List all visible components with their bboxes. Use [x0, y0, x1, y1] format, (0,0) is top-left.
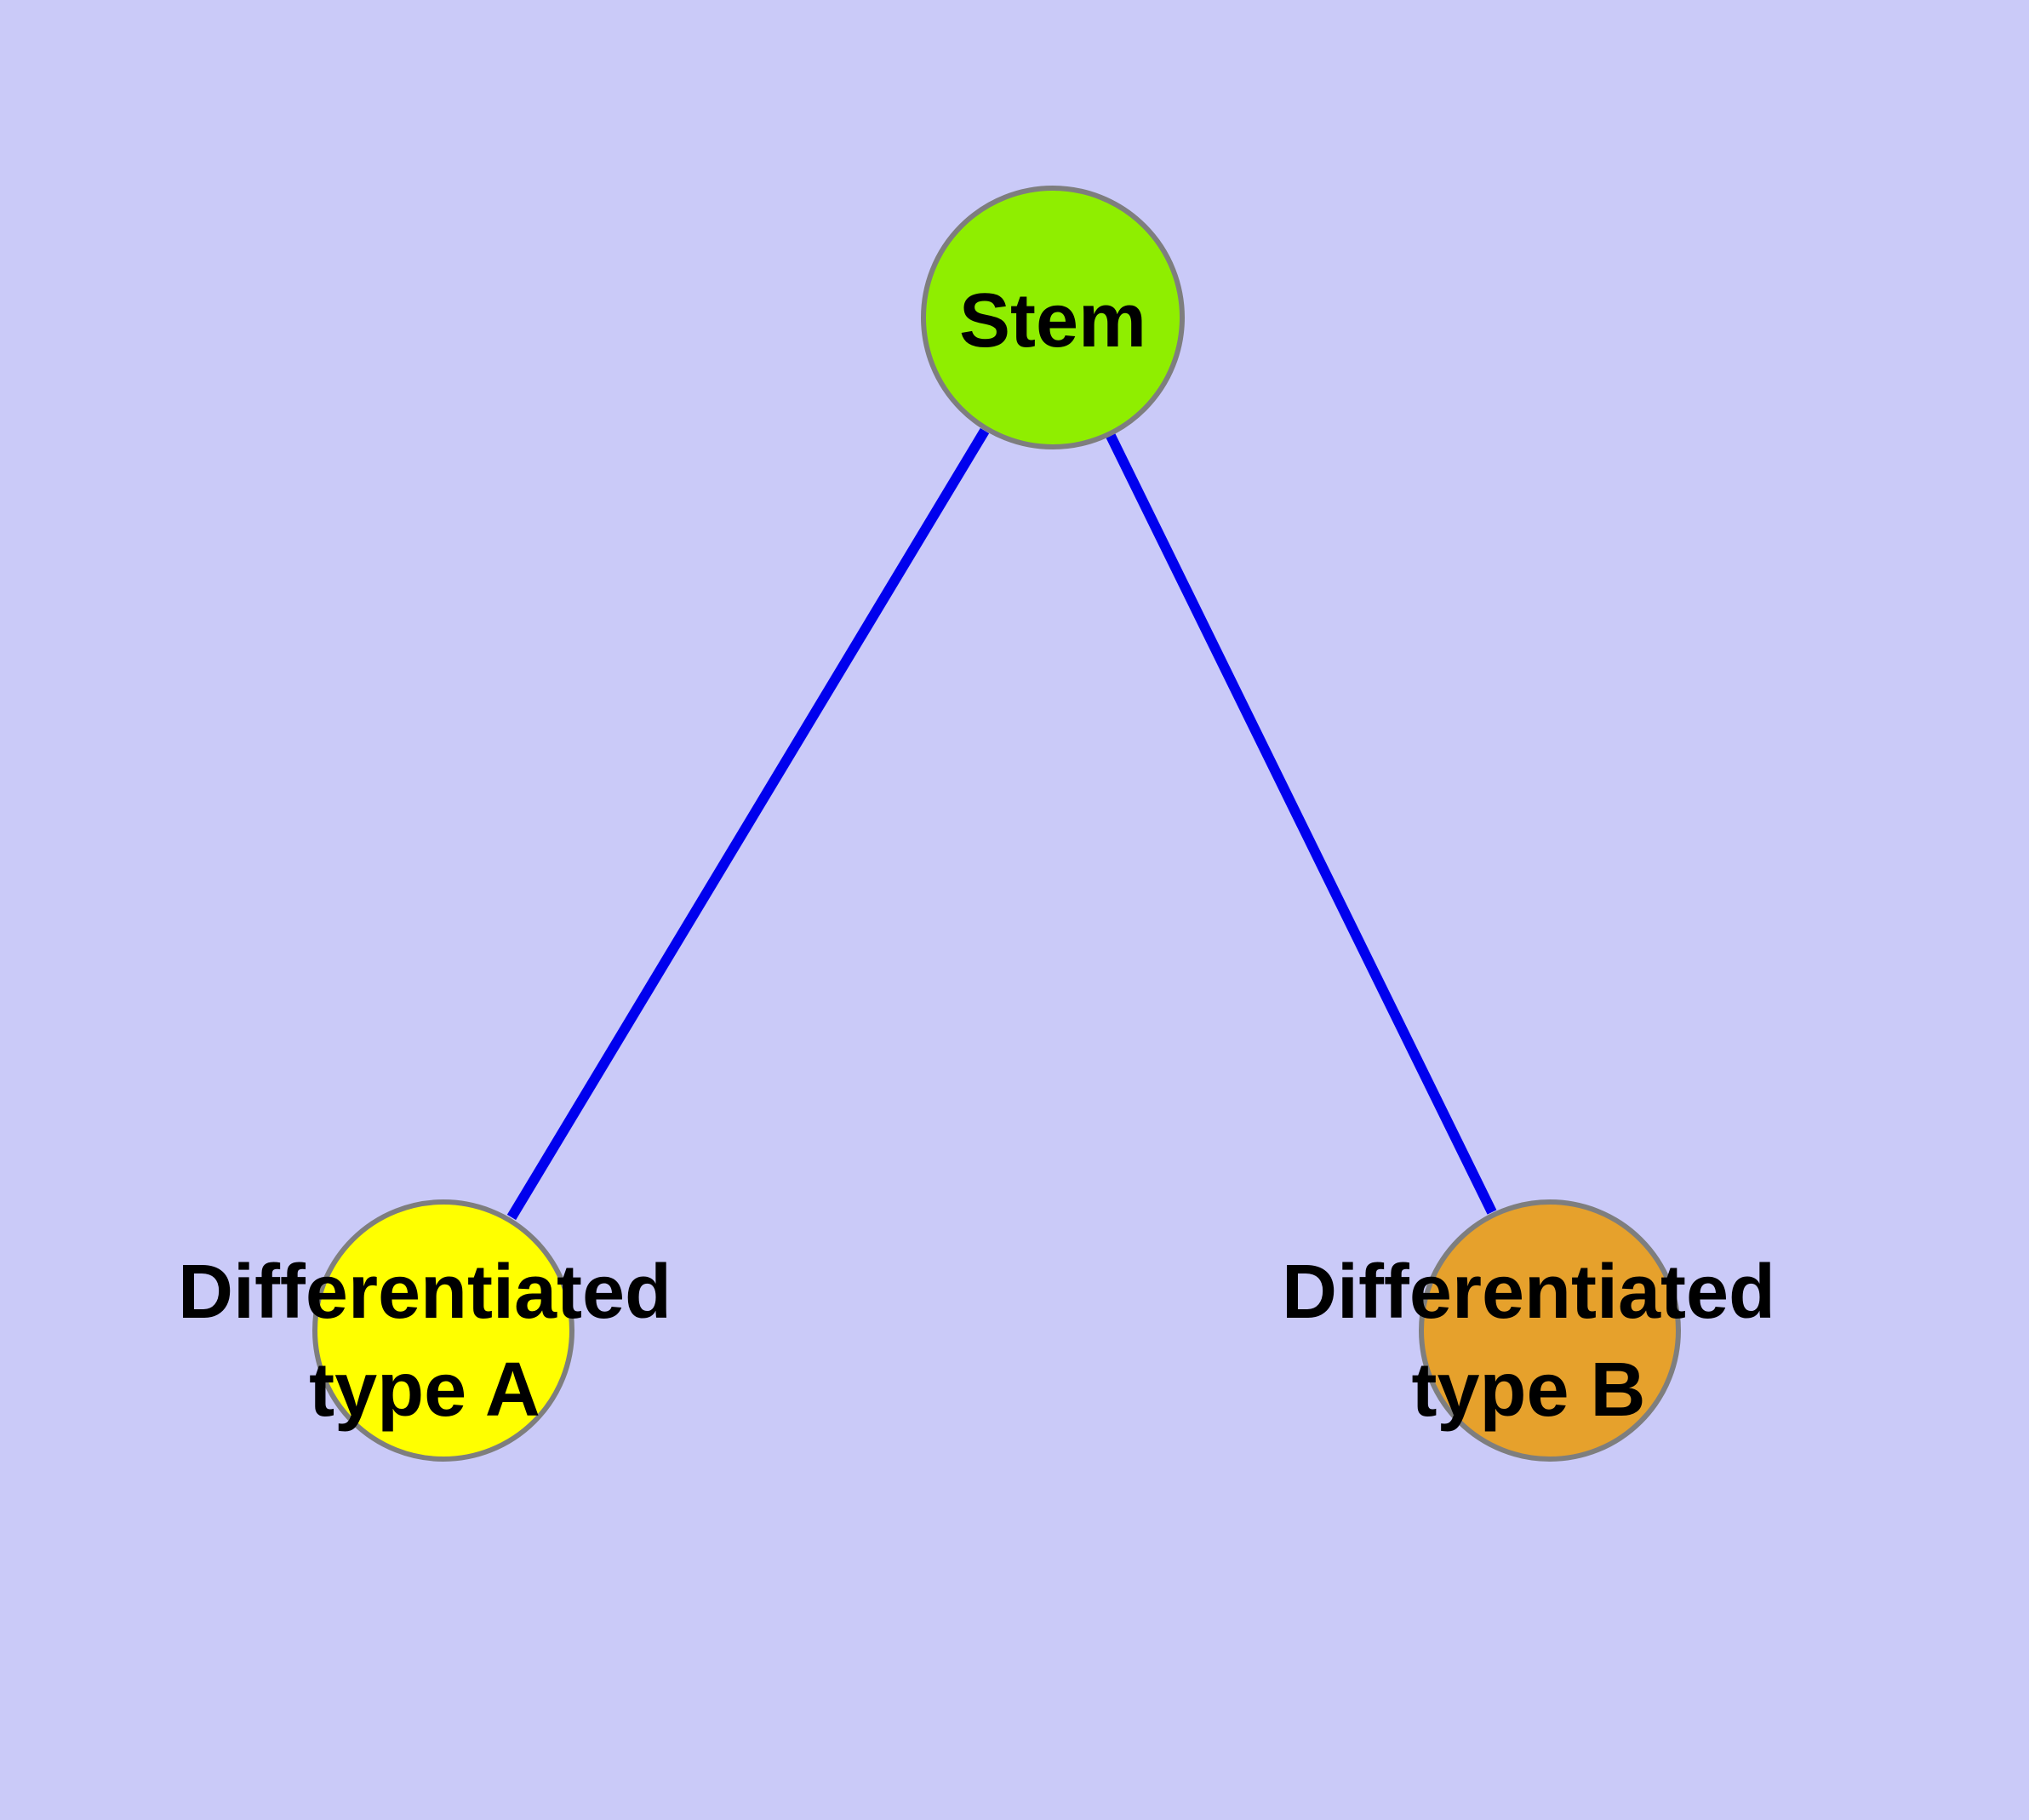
node-differentiated-type-b-label-line2: type B — [1411, 1348, 1645, 1433]
node-stem-label: Stem — [959, 278, 1146, 363]
node-stem-circle — [921, 186, 1185, 449]
node-differentiated-type-b-label-line1: Differentiated — [1282, 1250, 1775, 1335]
edge-group — [506, 427, 1497, 1221]
edge-stem-to-type-a — [506, 427, 990, 1221]
node-differentiated-type-a-circle — [312, 1199, 574, 1462]
node-differentiated-type-a: Differentiated type A — [178, 1199, 672, 1462]
edge-stem-to-type-b — [1106, 433, 1497, 1215]
node-differentiated-type-b-circle — [1419, 1199, 1681, 1462]
node-differentiated-type-b: Differentiated type B — [1282, 1199, 1775, 1462]
node-differentiated-type-a-label-line1: Differentiated — [178, 1250, 672, 1335]
node-differentiated-type-a-label-line2: type A — [309, 1348, 540, 1433]
node-stem: Stem — [921, 186, 1185, 449]
